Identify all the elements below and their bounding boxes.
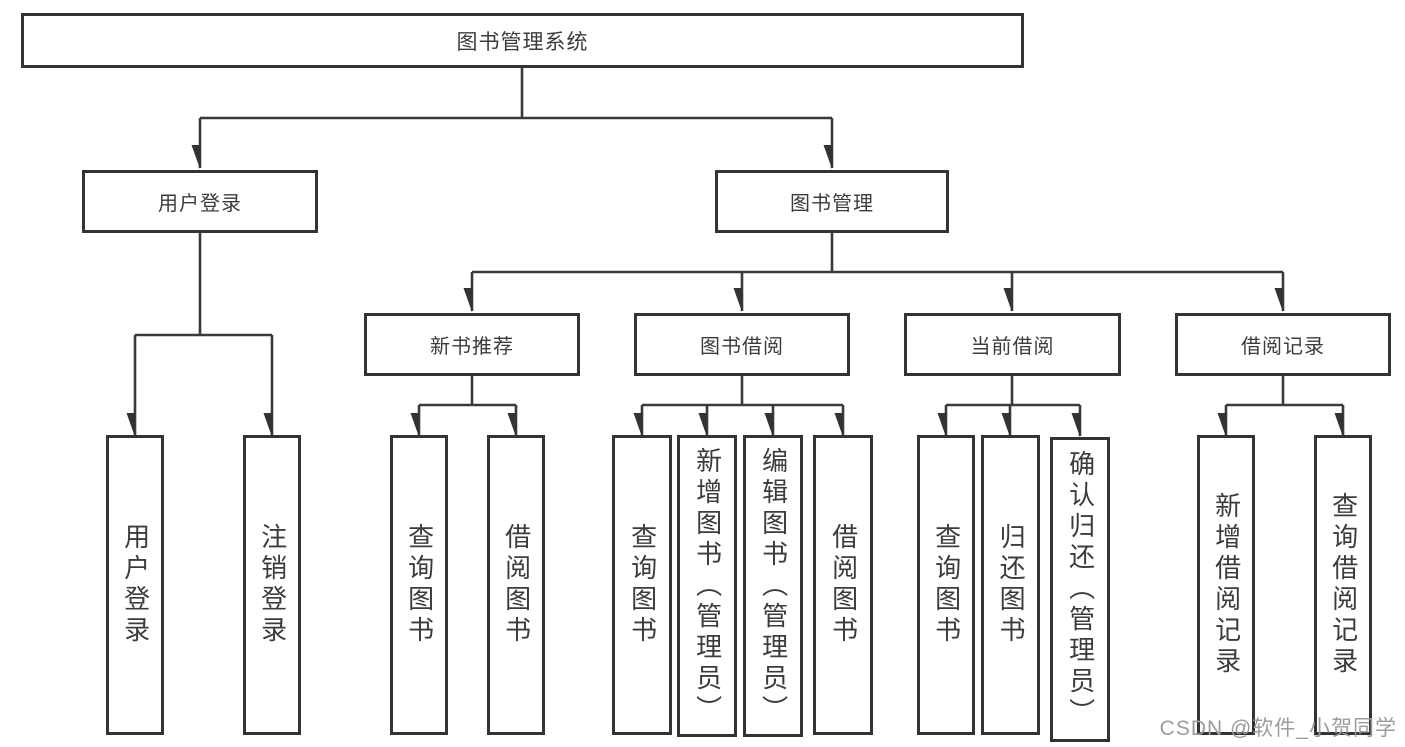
leaf-confirm-return-admin: 确认归还（管理员）	[1050, 437, 1110, 742]
leaf-return-books: 归还图书	[981, 435, 1040, 735]
leaf-query-borrow-record: 查询借阅记录	[1314, 435, 1372, 735]
node-label: 用户登录	[158, 193, 242, 215]
node-label: 注销登录	[257, 523, 288, 647]
leaf-query-books-current: 查询图书	[917, 435, 975, 735]
node-label: 确认归还（管理员）	[1065, 450, 1096, 729]
leaf-borrow-books: 借阅图书	[813, 435, 873, 735]
node-label: 查询图书	[931, 523, 962, 647]
node-label: 借阅记录	[1241, 336, 1325, 358]
node-label: 新书推荐	[430, 336, 514, 358]
node-label: 新增图书（管理员）	[692, 446, 723, 726]
node-library-system: 图书管理系统	[21, 13, 1024, 68]
leaf-borrow-books-recommend: 借阅图书	[487, 435, 545, 735]
node-label: 当前借阅	[970, 336, 1055, 358]
leaf-logout: 注销登录	[243, 435, 301, 735]
node-book-management: 图书管理	[715, 170, 949, 233]
node-label: 借阅图书	[501, 523, 532, 647]
node-label: 查询图书	[627, 523, 658, 647]
node-label: 归还图书	[996, 523, 1027, 647]
node-label: 图书管理系统	[456, 30, 589, 54]
node-label: 图书借阅	[700, 336, 784, 358]
node-current-borrowing: 当前借阅	[904, 313, 1121, 376]
node-label: 图书管理	[790, 193, 874, 215]
node-user-login: 用户登录	[82, 170, 318, 233]
leaf-query-books-borrowing: 查询图书	[612, 435, 672, 735]
leaf-query-books-recommend: 查询图书	[390, 435, 448, 735]
node-label: 借阅图书	[828, 523, 859, 647]
node-label: 新增借阅记录	[1211, 492, 1242, 678]
node-label: 用户登录	[120, 523, 151, 647]
node-label: 查询借阅记录	[1328, 492, 1359, 678]
node-new-book-recommend: 新书推荐	[364, 313, 580, 376]
node-borrow-records: 借阅记录	[1175, 313, 1391, 376]
leaf-add-borrow-record: 新增借阅记录	[1197, 435, 1255, 735]
node-book-borrowing: 图书借阅	[634, 313, 850, 376]
leaf-user-login: 用户登录	[106, 435, 164, 735]
csdn-watermark: CSDN @软件_小贺同学	[1159, 717, 1397, 740]
leaf-add-book-admin: 新增图书（管理员）	[677, 435, 737, 737]
node-label: 编辑图书（管理员）	[758, 446, 789, 726]
leaf-edit-book-admin: 编辑图书（管理员）	[743, 435, 803, 737]
node-label: 查询图书	[404, 523, 435, 647]
